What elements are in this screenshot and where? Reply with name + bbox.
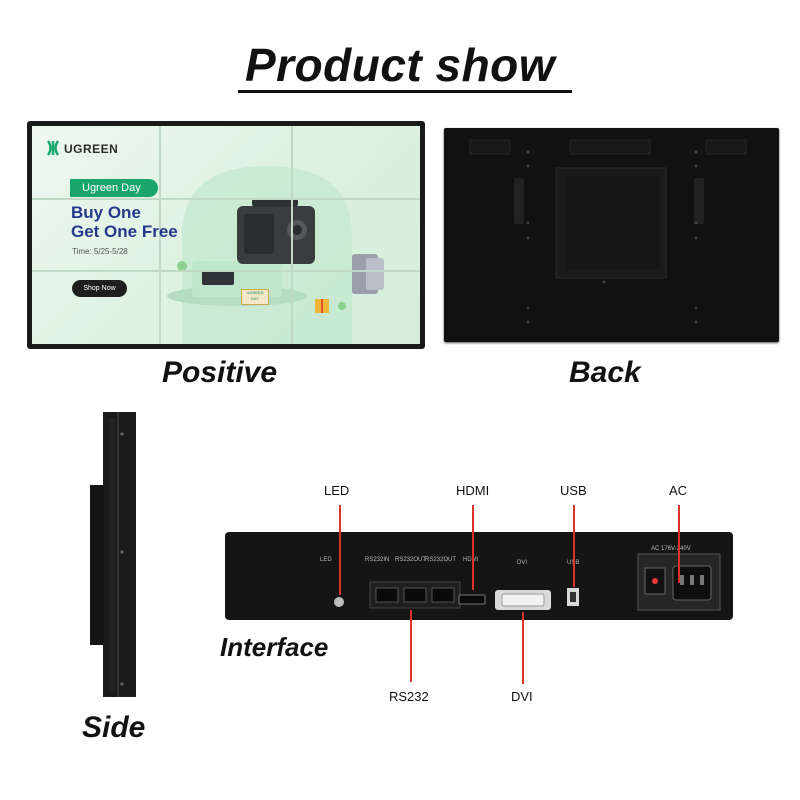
- headline-line-2: Get One Free: [71, 222, 178, 241]
- front-view-screen: UGREEN DAY: [32, 126, 420, 344]
- silk-led: LED: [320, 557, 332, 563]
- silk-dvi: DVI: [517, 560, 528, 566]
- caption-positive: Positive: [162, 356, 278, 389]
- caption-side: Side: [82, 711, 146, 744]
- headline-line-1: Buy One: [71, 203, 141, 222]
- label-hdmi: HDMI: [456, 483, 490, 498]
- tile-seam-horizontal: [32, 198, 420, 200]
- caption-interface: Interface: [220, 632, 329, 662]
- label-ac: AC: [669, 483, 688, 498]
- interface-panel: LED RS232IN RS232OUT RS232OUT HDMI DVI U…: [225, 532, 733, 620]
- arrow-dvi: [522, 612, 524, 684]
- silk-ac-rating: AC 176V-240V: [651, 546, 691, 552]
- promo-pill: Ugreen Day: [70, 179, 158, 197]
- silk-hdmi: HDMI: [463, 557, 479, 563]
- back-panel-details: [469, 139, 747, 324]
- silk-rs232out: RS232OUT: [395, 557, 427, 563]
- label-rs232: RS232: [389, 689, 429, 704]
- promo-time: Time: 5/25-5/28: [72, 247, 128, 256]
- arrow-rs232: [410, 610, 412, 682]
- back-view-panel: [444, 128, 779, 342]
- side-view-profile: [103, 412, 136, 697]
- arrow-hdmi: [472, 505, 474, 590]
- page-title: Product show: [244, 39, 556, 91]
- ugreen-logo-icon: [47, 140, 59, 156]
- tile-seam-horizontal: [32, 270, 420, 272]
- tile-seam-vertical: [159, 126, 161, 344]
- silk-rs232out: RS232OUT: [425, 557, 457, 563]
- label-dvi: DVI: [511, 689, 533, 704]
- brand-name: UGREEN: [64, 142, 119, 156]
- arrow-usb: [573, 505, 575, 587]
- label-led: LED: [324, 483, 350, 498]
- silk-rs232in: RS232IN: [365, 557, 390, 563]
- caption-back: Back: [569, 356, 641, 389]
- label-usb: USB: [560, 483, 587, 498]
- gift-tag: UGREEN DAY: [241, 289, 269, 305]
- title-underline: [238, 90, 572, 93]
- arrow-led: [339, 505, 341, 595]
- side-view-backplate: [90, 485, 104, 645]
- arrow-ac: [678, 505, 680, 583]
- tile-seam-vertical: [291, 126, 293, 344]
- shop-now-button: Shop Now: [72, 280, 127, 297]
